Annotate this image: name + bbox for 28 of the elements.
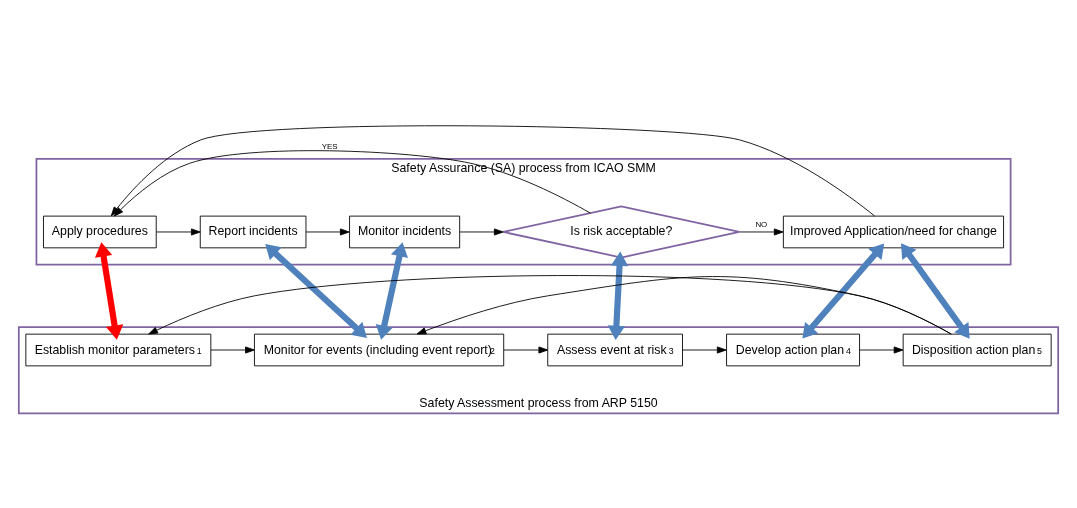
arrow [859, 346, 904, 354]
arrow [148, 275, 952, 335]
arrow [210, 346, 255, 354]
arrow [802, 243, 885, 339]
arrow [459, 228, 504, 236]
node-box: Apply procedures [43, 215, 157, 249]
arrow [739, 228, 784, 236]
node-box: Monitor for events (including event report)2 [254, 333, 505, 367]
node-diamond: Is risk acceptable? [502, 205, 741, 259]
node-box: Monitor incidents [349, 215, 461, 249]
node-box: Improved Application/need for change [782, 215, 1005, 249]
node-box: Establish monitor parameters 1 [25, 333, 212, 367]
node-box: Disposition action plan 5 [902, 333, 1052, 367]
node-box: Assess event at risk 3 [547, 333, 683, 367]
arrow [375, 242, 408, 340]
arrow [305, 228, 350, 236]
node-box: Develop action plan 4 [726, 333, 860, 367]
arrow [416, 276, 952, 335]
arrow [607, 251, 629, 340]
edge-label: YES [321, 142, 338, 152]
arrow [265, 244, 367, 338]
arrow [503, 346, 549, 354]
arrow [682, 346, 727, 354]
node-box: Report incidents [199, 215, 307, 249]
arrow [94, 242, 124, 340]
edge-label: NO [755, 219, 768, 229]
arrow [900, 243, 970, 339]
arrow [156, 228, 201, 236]
